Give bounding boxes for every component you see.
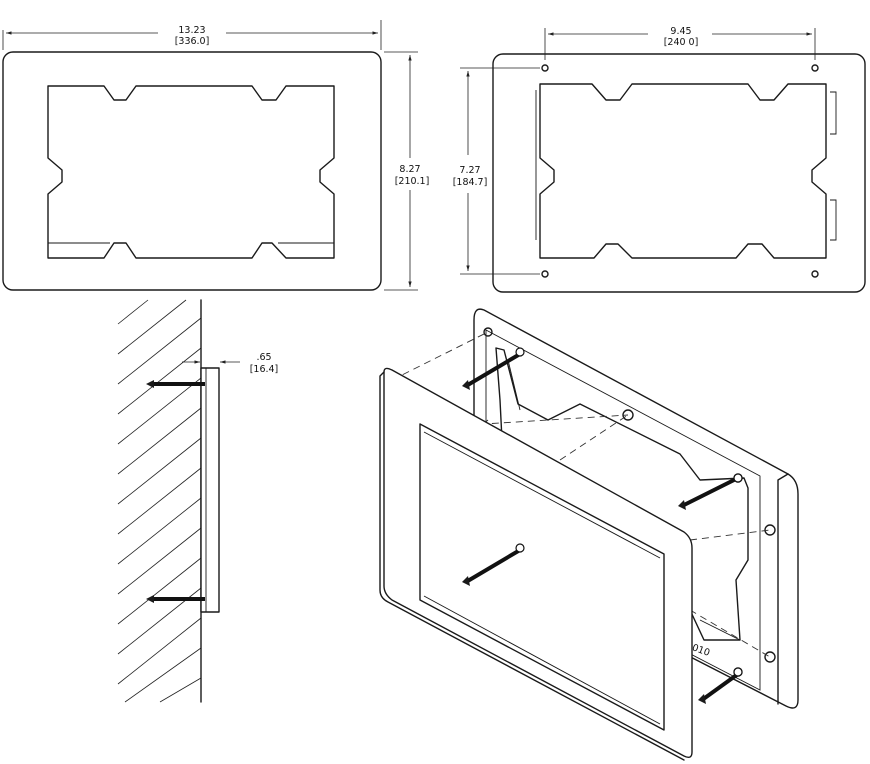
back-height-mm: [184.7] xyxy=(453,177,488,188)
wall-hatching xyxy=(117,299,202,703)
iso-screw-2 xyxy=(678,473,743,510)
hole-spacing-in: 9.45 xyxy=(670,26,691,37)
front-height-in: 8.27 xyxy=(399,164,420,175)
side-screw-top xyxy=(146,380,205,388)
mount-hole-bottom-left xyxy=(541,270,549,278)
front-height-mm: [210.1] xyxy=(395,176,430,187)
mount-hole-bottom-right xyxy=(811,270,819,278)
mount-hole-top-right xyxy=(811,64,819,72)
side-screw-bottom xyxy=(146,595,205,603)
front-screen-opening xyxy=(47,85,335,259)
front-bezel xyxy=(383,367,693,759)
front-width-in: 13.23 xyxy=(178,25,205,36)
hole-spacing-mm: [240 0] xyxy=(664,37,699,48)
front-bezel-opening xyxy=(419,423,665,731)
front-outer-frame xyxy=(2,51,382,291)
depth-mm: [16.4] xyxy=(250,364,279,375)
front-width-mm: [336.0] xyxy=(175,36,210,47)
back-height-in: 7.27 xyxy=(459,165,480,176)
iso-screw-1 xyxy=(462,347,525,390)
back-recess-outline xyxy=(539,83,827,259)
frame-profile xyxy=(200,367,220,613)
iso-screw-4 xyxy=(698,667,743,704)
front-view: 13.23 [336.0] 8.27 [210.1] xyxy=(2,20,430,291)
iso-screw-3 xyxy=(462,543,525,586)
depth-in: .65 xyxy=(256,352,271,363)
back-view: 9.45 [240 0] 7.27 [184.7] xyxy=(453,26,866,293)
back-outer-frame xyxy=(492,53,866,293)
side-view: .65 [16.4] xyxy=(117,299,279,703)
mount-hole-top-left xyxy=(541,64,549,72)
isometric-view: 010 xyxy=(379,308,799,761)
